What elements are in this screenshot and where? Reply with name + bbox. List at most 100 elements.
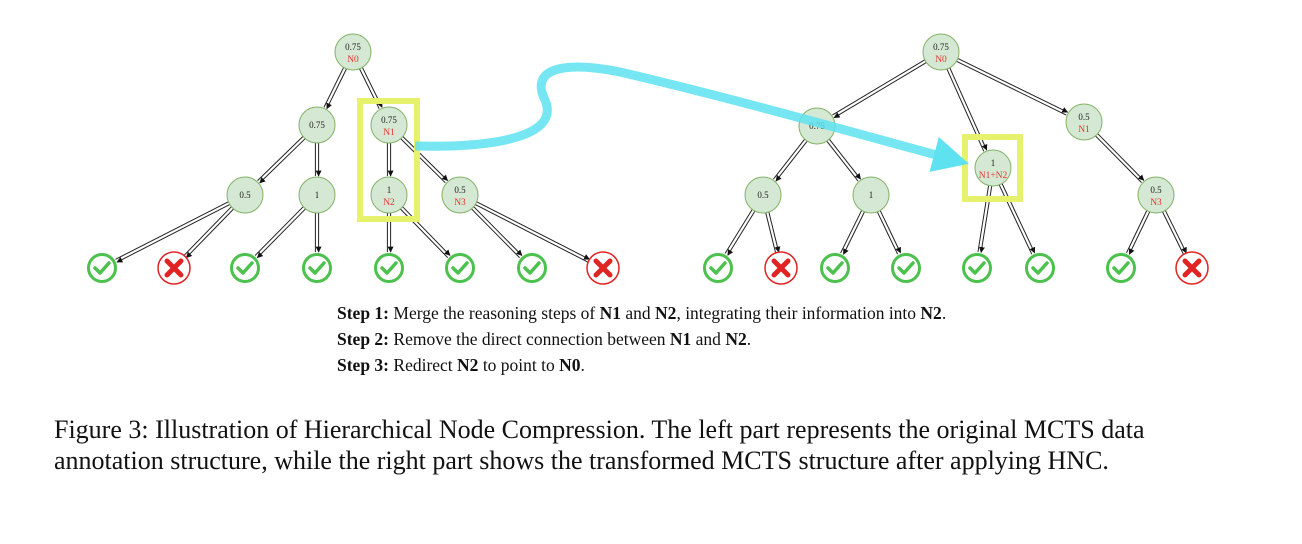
node-circle [226, 176, 264, 214]
tree-node-c: 1 [298, 176, 336, 214]
tree-edge-arrow [775, 140, 808, 182]
steps-list: Step 1: Merge the reasoning steps of N1 … [337, 300, 946, 378]
node-value: 0.5 [1078, 112, 1090, 122]
tree-edge-arrow [768, 211, 781, 253]
step-node-ref: N2 [725, 329, 747, 349]
tree-edge-arrow [833, 62, 927, 119]
tree-edge-arrow [879, 210, 901, 254]
tree-node-b: 0.5 [226, 176, 264, 214]
node-circle [922, 33, 960, 71]
leaf-outcomes [87, 251, 1209, 285]
node-value: 1 [869, 190, 874, 200]
tree-edge-arrow [843, 211, 865, 255]
tree-node-n12: 1N1+N2 [974, 149, 1012, 187]
node-value: 1 [991, 158, 996, 168]
tree-edge [773, 138, 806, 180]
node-label: N3 [1150, 198, 1162, 208]
tree-edge-arrow [1164, 210, 1187, 254]
tree-edge [724, 209, 753, 254]
tree-edge-arrow [957, 58, 1069, 113]
check-icon [820, 253, 850, 283]
tree-node-n2: 1N2 [370, 176, 408, 214]
node-circle [370, 176, 408, 214]
highlight-box [357, 98, 420, 222]
tree-node-c: 1 [852, 176, 890, 214]
node-circle [1065, 103, 1103, 141]
node-label: N3 [454, 198, 466, 208]
tree-node-b: 0.5 [744, 176, 782, 214]
figure-caption: Figure 3: Illustration of Hierarchical N… [54, 414, 1254, 476]
step-text: to point to [478, 355, 560, 375]
tree-edge [826, 140, 859, 182]
check-icon [962, 253, 992, 283]
tree-edge [765, 212, 777, 253]
step-text: . [746, 329, 752, 349]
tree-edge [832, 59, 925, 116]
check-icon [703, 253, 733, 283]
tree-edge [400, 138, 446, 184]
node-circle [298, 106, 336, 144]
tree-edge [998, 184, 1033, 255]
cross-icon [764, 251, 798, 285]
tree-edge [471, 208, 520, 259]
step-text: . [941, 303, 947, 323]
node-value: 0.5 [1150, 185, 1162, 195]
node-circle [370, 106, 408, 144]
node-label: N1 [383, 128, 395, 138]
step-text: and [621, 303, 656, 323]
check-icon [87, 253, 117, 283]
node-circle [852, 176, 890, 214]
tree-edge-arrow [402, 136, 449, 181]
node-circle [298, 176, 336, 214]
tree-edge-arrow [476, 201, 591, 260]
step-title: Step 2: [337, 329, 390, 349]
check-icon [1106, 253, 1136, 283]
tree-edge [257, 136, 304, 181]
check-icon [517, 253, 547, 283]
node-label: N0 [347, 55, 359, 65]
tree-edge-arrow [185, 208, 234, 259]
step-node-ref: N1 [599, 303, 622, 323]
node-value: 0.75 [309, 120, 325, 130]
tree-edge-arrow [1128, 211, 1151, 255]
check-icon [891, 253, 921, 283]
step-text: and [691, 329, 726, 349]
tree-edge-arrow [1097, 133, 1145, 181]
tree-edge-arrow [473, 206, 523, 256]
tree-edge [323, 67, 345, 108]
tree-edge-arrow [116, 204, 230, 263]
node-value: 0.5 [239, 190, 251, 200]
check-icon [1025, 253, 1055, 283]
tree-edge-arrow [727, 210, 756, 256]
step-node-ref: N1 [669, 329, 692, 349]
node-circle [1137, 176, 1175, 214]
check-icon [230, 253, 260, 283]
node-value: 1 [387, 185, 392, 195]
merge-arrow [414, 62, 969, 172]
check-icon [445, 253, 475, 283]
step-text: Remove the direct connection between [389, 329, 670, 349]
step-node-ref: N0 [559, 355, 581, 375]
tree-edge [956, 60, 1067, 116]
tree-edge-arrow [828, 138, 861, 180]
step-1: Step 1: Merge the reasoning steps of N1 … [337, 300, 946, 326]
node-circle [441, 176, 479, 214]
tree-edge-arrow [402, 206, 451, 256]
node-circle [744, 176, 782, 214]
tree-edge-arrow [326, 68, 347, 110]
step-2: Step 2: Remove the direct connection bet… [337, 326, 946, 352]
cross-icon [586, 251, 620, 285]
tree-edges [115, 58, 1187, 263]
tree-edge [183, 206, 232, 256]
tree-edge [1095, 135, 1142, 183]
tree-edge [1126, 210, 1148, 254]
cross-icon [157, 251, 191, 285]
step-text: Redirect [389, 355, 458, 375]
tree-edge [115, 201, 229, 260]
node-value: 0.5 [454, 185, 466, 195]
